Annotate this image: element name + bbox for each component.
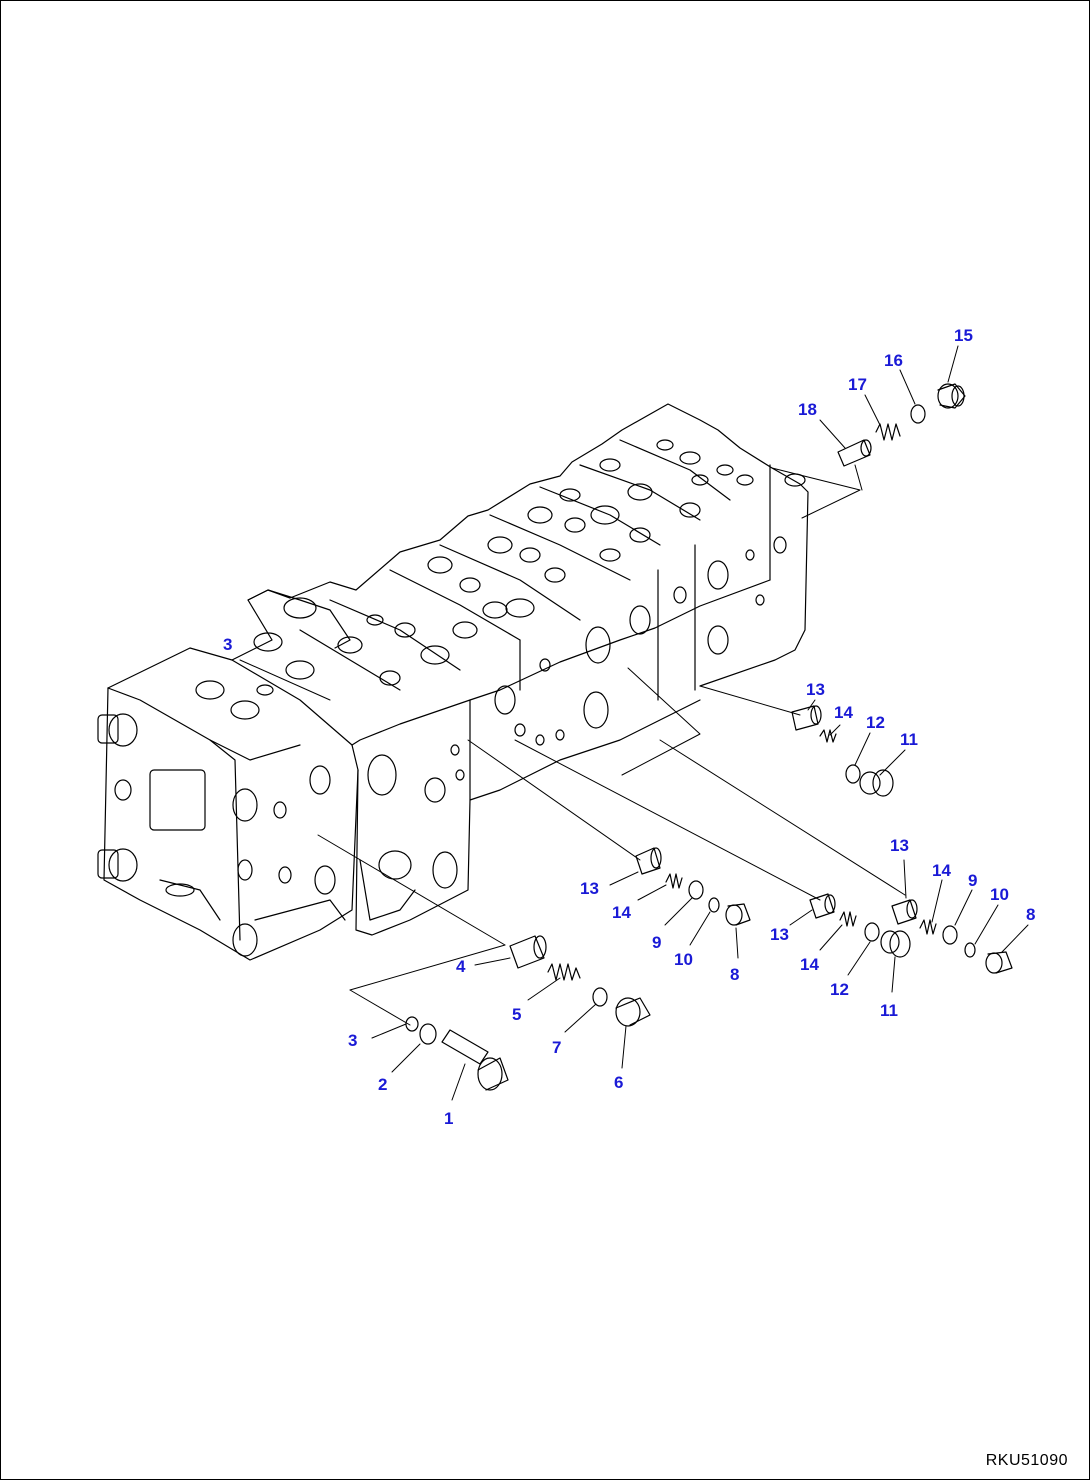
part-15-plug	[937, 383, 966, 409]
callout-18: 18	[798, 400, 817, 419]
callout-10-a: 10	[674, 950, 693, 969]
callout-14-d: 14	[932, 861, 951, 880]
callout-2: 2	[378, 1075, 387, 1094]
part-6-plug	[615, 997, 651, 1027]
callout-13-b: 13	[580, 879, 599, 898]
callout-8-a: 8	[730, 965, 739, 984]
callout-13-c: 13	[770, 925, 789, 944]
callout-12-a: 12	[866, 713, 885, 732]
callout-7: 7	[552, 1038, 561, 1057]
callout-13-d: 13	[890, 836, 909, 855]
part-7-o-ring	[592, 987, 608, 1007]
part-12-o-ring-a	[845, 764, 861, 784]
drawing-code: RKU51090	[985, 1452, 1068, 1469]
callout-14-c: 14	[800, 955, 819, 974]
callout-numbers: 15 16 17 18 3 13 14 12 11 13 14 9 10 8 1…	[223, 326, 1035, 1128]
callout-16: 16	[884, 351, 903, 370]
callout-leaders	[371, 345, 1029, 1101]
part-14-spring-b	[665, 873, 683, 889]
part-17-spring	[875, 423, 901, 441]
part-10-backup-ring-a	[708, 897, 720, 913]
part-8-plug-a	[725, 903, 751, 926]
part-2-o-ring	[419, 1023, 437, 1045]
part-13-piston-d	[891, 899, 918, 925]
callout-11-a: 11	[900, 730, 918, 749]
callout-17: 17	[848, 375, 867, 394]
part-16-o-ring	[910, 404, 926, 424]
part-13-piston-c	[809, 893, 836, 919]
callout-3: 3	[348, 1031, 357, 1050]
part-11-plug-b	[880, 930, 911, 958]
callout-14-a: 14	[834, 703, 853, 722]
assembly-leader-lines	[239, 464, 906, 1026]
callout-4: 4	[456, 957, 466, 976]
part-1-plug-with-stem	[441, 1029, 509, 1091]
part-14-spring-d	[919, 919, 937, 935]
callout-1: 1	[444, 1109, 453, 1128]
part-12-o-ring-b	[864, 922, 880, 942]
part-4-spool	[509, 935, 547, 969]
control-valve-body	[97, 403, 809, 961]
callout-12-b: 12	[830, 980, 849, 999]
part-10-backup-ring-b	[964, 942, 976, 958]
exploded-parts	[405, 383, 1013, 1091]
callout-9-a: 9	[652, 933, 661, 952]
callout-9-b: 9	[968, 871, 977, 890]
callout-15: 15	[954, 326, 973, 345]
callout-3-top: 3	[223, 635, 232, 654]
part-8-plug-b	[985, 951, 1013, 974]
part-18-spool	[837, 439, 872, 467]
part-14-spring-a	[819, 729, 837, 743]
part-9-o-ring-b	[942, 925, 958, 945]
part-14-spring-c	[839, 911, 857, 927]
callout-10-b: 10	[990, 885, 1009, 904]
callout-13-a: 13	[806, 680, 825, 699]
callout-6: 6	[614, 1073, 623, 1092]
callout-8-b: 8	[1026, 905, 1035, 924]
part-13-piston-b	[635, 847, 662, 875]
callout-5: 5	[512, 1005, 521, 1024]
part-9-o-ring-a	[688, 880, 704, 900]
part-13-piston-a	[791, 705, 822, 731]
callout-14-b: 14	[612, 903, 631, 922]
part-11-plug-a	[859, 769, 894, 797]
callout-11-b: 11	[880, 1001, 898, 1020]
part-5-spring	[547, 963, 581, 981]
